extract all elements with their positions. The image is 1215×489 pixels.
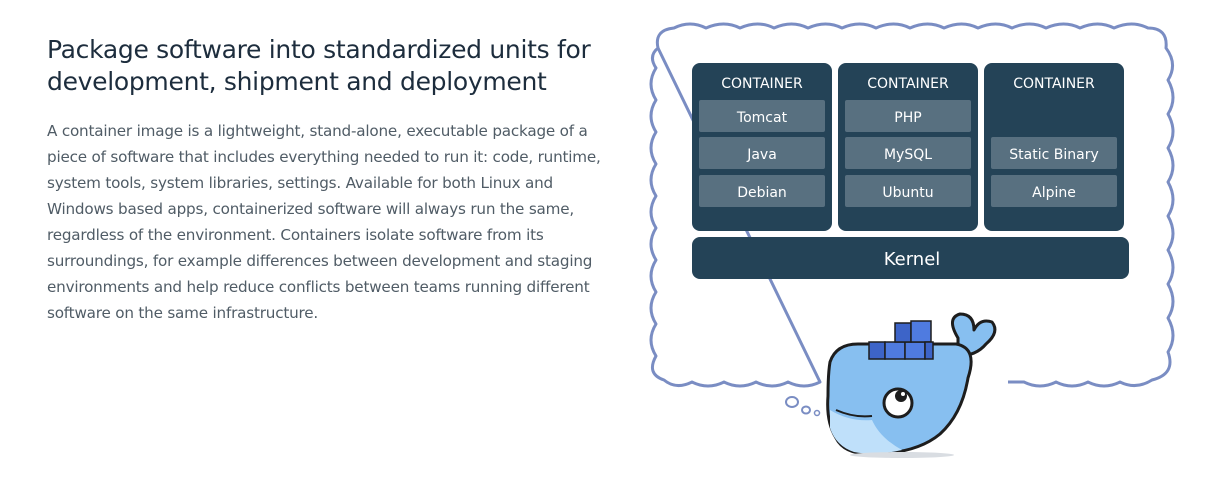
kernel-label: Kernel (884, 249, 941, 270)
layer-tomcat: Tomcat (736, 110, 788, 126)
layer-ubuntu: Ubuntu (882, 185, 933, 201)
container-diagram: CONTAINER Tomcat Java Debian CONTAINER P… (640, 18, 1185, 463)
container-1: CONTAINER Tomcat Java Debian (692, 63, 832, 231)
container-2-title: CONTAINER (867, 76, 949, 92)
container-3: CONTAINER Static Binary Alpine (984, 63, 1124, 231)
layer-java: Java (746, 147, 777, 163)
thought-bubble-illustration: CONTAINER Tomcat Java Debian CONTAINER P… (649, 22, 1175, 458)
kernel-bar: Kernel (692, 237, 1129, 279)
section-heading: Package software into standardized units… (47, 35, 591, 96)
layer-mysql: MySQL (884, 147, 932, 163)
container-2: CONTAINER PHP MySQL Ubuntu (838, 63, 978, 231)
thought-dot-large (785, 396, 799, 408)
layer-php: PHP (894, 110, 921, 126)
section-description: A container image is a lightweight, stan… (47, 122, 601, 322)
docker-whale-icon (826, 312, 997, 458)
layer-debian: Debian (737, 185, 787, 201)
thought-dot-small (813, 409, 821, 417)
container-3-title: CONTAINER (1013, 76, 1095, 92)
content-column: Package software into standardized units… (47, 34, 607, 326)
layer-static-binary: Static Binary (1009, 147, 1098, 163)
thought-dot-medium (801, 405, 811, 415)
container-1-title: CONTAINER (721, 76, 803, 92)
layer-alpine: Alpine (1032, 185, 1076, 201)
